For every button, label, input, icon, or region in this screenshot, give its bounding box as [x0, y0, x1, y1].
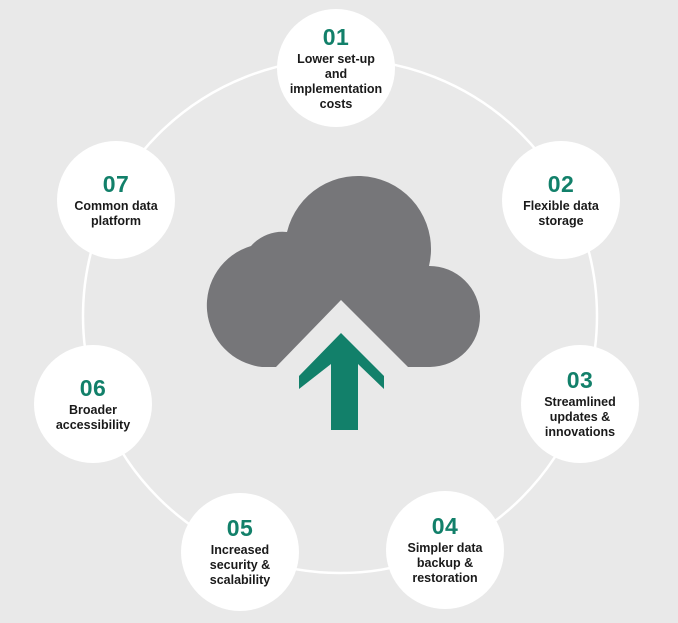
upload-arrow [299, 333, 384, 430]
benefit-node-04: 04 Simpler data backup & restoration [386, 491, 504, 609]
benefit-label: Streamlined updates & innovations [544, 395, 616, 439]
connector-ring [81, 57, 599, 575]
benefit-number: 02 [547, 170, 575, 197]
benefit-number: 04 [431, 513, 459, 539]
benefit-node-06: 06 Broader accessibility [34, 345, 152, 463]
cloud-shape [206, 175, 481, 367]
benefit-label: Flexible data storage [523, 198, 599, 228]
benefit-label: Common data platform [74, 198, 158, 228]
benefit-node-07: 07 Common data platform [57, 141, 175, 259]
benefit-label: Broader accessibility [55, 402, 131, 432]
cloud-upload-icon [206, 175, 481, 430]
benefit-number: 06 [79, 374, 107, 401]
benefit-number: 03 [566, 367, 594, 393]
benefit-label: Lower set-up and implementation costs [289, 51, 383, 111]
benefit-number: 05 [226, 515, 254, 541]
benefit-number: 01 [322, 23, 350, 50]
benefit-node-03: 03 Streamlined updates & innovations [521, 345, 639, 463]
benefit-label: Simpler data backup & restoration [407, 541, 483, 585]
benefit-node-01: 01 Lower set-up and implementation costs [277, 9, 395, 127]
benefit-node-05: 05 Increased security & scalability [181, 493, 299, 611]
benefit-label: Increased security & scalability [209, 543, 271, 587]
benefit-node-02: 02 Flexible data storage [502, 141, 620, 259]
benefit-number: 07 [102, 170, 130, 197]
